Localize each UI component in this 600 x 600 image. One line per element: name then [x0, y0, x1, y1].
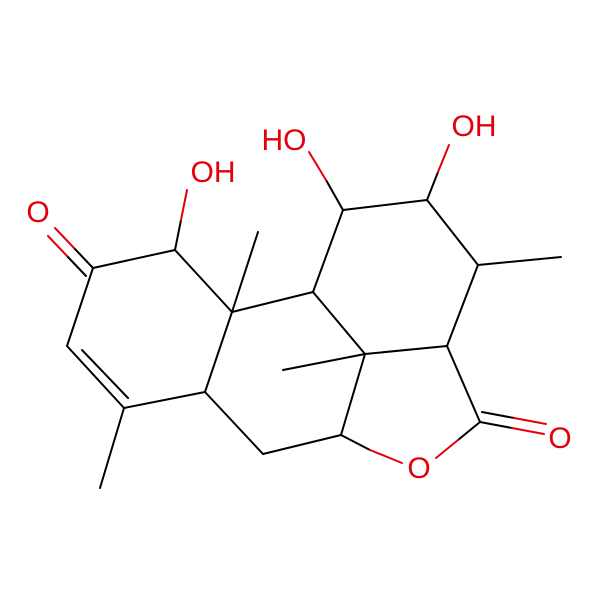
- bond: [180, 189, 188, 221]
- bond: [308, 151, 327, 181]
- bond: [204, 391, 264, 455]
- bond: [435, 439, 459, 459]
- bond: [66, 267, 94, 347]
- bond: [81, 349, 129, 399]
- bond: [282, 353, 366, 371]
- bond: [364, 345, 448, 355]
- bond: [204, 311, 233, 393]
- hydroxyl-label: OH: [452, 110, 497, 143]
- bond: [477, 256, 562, 266]
- bond: [123, 391, 206, 409]
- hydroxyl-label: HO: [262, 124, 307, 157]
- bond: [54, 227, 75, 249]
- bond: [312, 291, 366, 355]
- bond: [262, 434, 342, 455]
- bond: [446, 264, 479, 347]
- bond: [99, 407, 125, 489]
- bond: [369, 449, 403, 464]
- ring-oxygen-label: O: [407, 452, 430, 485]
- bond: [66, 345, 125, 409]
- bond: [426, 199, 479, 266]
- bond: [92, 249, 176, 269]
- bond: [340, 434, 371, 451]
- bond-layer: [66, 199, 562, 489]
- bond: [437, 144, 450, 173]
- heteroatom-bond-layer: [47, 144, 547, 464]
- bond: [426, 171, 439, 201]
- atom-labels: HO OH OH O O O: [26, 110, 571, 485]
- bond: [325, 179, 344, 211]
- bond: [312, 209, 344, 293]
- carbonyl-oxygen-label: O: [548, 422, 571, 455]
- bond: [47, 235, 68, 257]
- hydroxyl-label: OH: [191, 156, 236, 189]
- bond: [73, 247, 94, 269]
- bond: [511, 427, 545, 435]
- bond: [457, 421, 481, 441]
- ketone-oxygen-label: O: [26, 196, 49, 229]
- bond: [66, 255, 87, 277]
- bond: [479, 421, 513, 429]
- bond: [174, 249, 233, 313]
- bond: [342, 199, 428, 211]
- bond: [174, 219, 182, 251]
- bond: [231, 291, 314, 313]
- bond: [481, 411, 515, 419]
- bond: [231, 231, 259, 313]
- bond: [340, 353, 366, 436]
- bond: [446, 345, 481, 423]
- bond: [513, 417, 547, 425]
